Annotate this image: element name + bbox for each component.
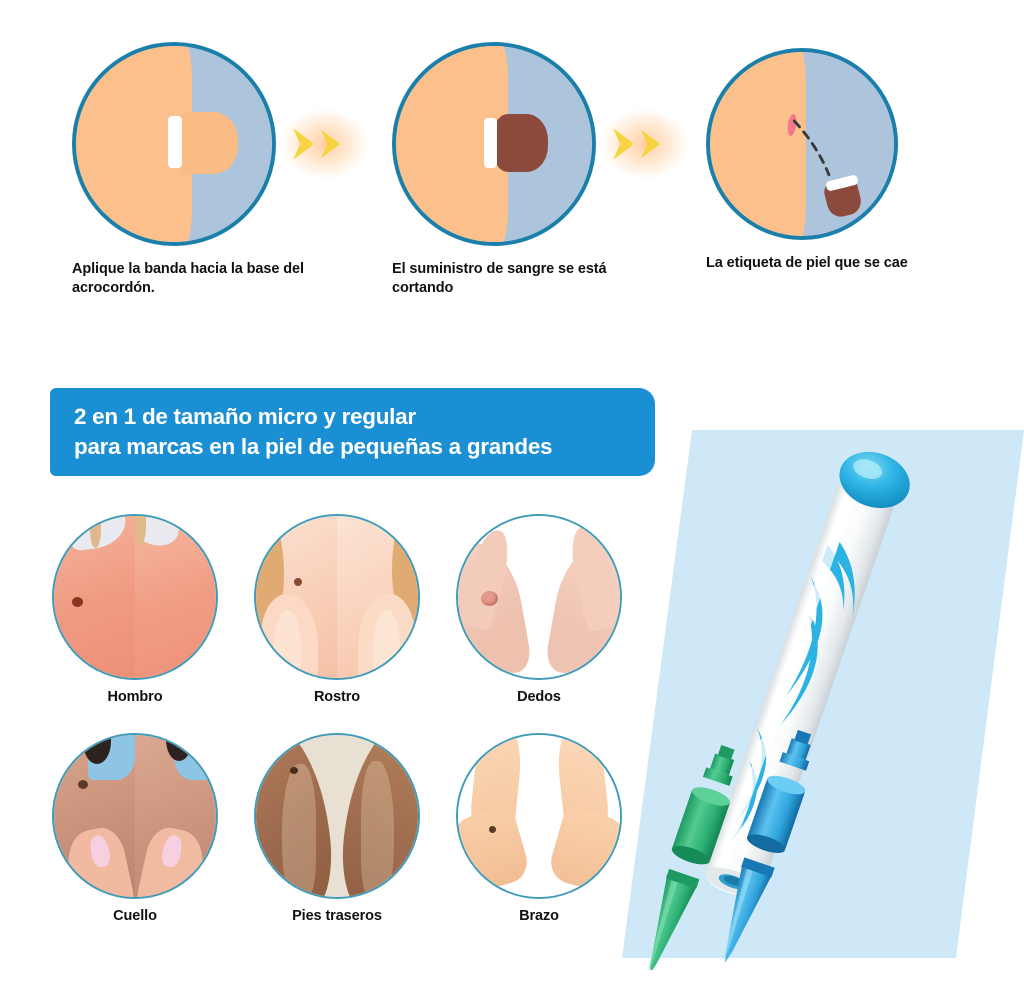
step-1-caption: Aplique la banda hacia la base del acroc… — [72, 261, 304, 296]
pen-body-group — [704, 451, 910, 897]
micro-tip-green — [647, 745, 735, 970]
chevron-1 — [613, 128, 634, 160]
body-part-cuello[interactable]: Cuello — [52, 733, 218, 924]
brazo-photo — [456, 733, 622, 899]
pen-knob — [839, 451, 910, 509]
pies-traseros-label: Pies traseros — [292, 908, 382, 924]
skin-surface — [710, 52, 795, 236]
before-half — [256, 516, 337, 678]
after-half — [337, 735, 418, 897]
body-part-dedos[interactable]: Dedos — [456, 514, 622, 705]
skin-tag — [494, 114, 548, 172]
skin-tag — [176, 112, 238, 174]
body-parts-row: Cuello Pies traseros — [52, 733, 622, 924]
product-illustration — [622, 430, 1024, 970]
skin-surface — [76, 46, 178, 242]
chevron-2 — [641, 130, 660, 158]
after-half — [135, 516, 216, 678]
hombro-photo — [52, 514, 218, 680]
brazo-label: Brazo — [519, 908, 559, 924]
body-part-pies-traseros[interactable]: Pies traseros — [254, 733, 420, 924]
banner-text: 2 en 1 de tamaño micro y regular para ma… — [74, 403, 553, 459]
skin-tag-mark — [290, 767, 299, 775]
body-part-hombro[interactable]: Hombro — [52, 514, 218, 705]
step-3-illustration — [706, 48, 898, 240]
chevron-2 — [321, 130, 340, 158]
skin-tag-mark — [294, 577, 303, 586]
feature-banner: 2 en 1 de tamaño micro y regular para ma… — [50, 388, 655, 476]
after-half — [539, 735, 620, 897]
skin-tag-mark — [78, 780, 89, 790]
step-3-caption: La etiqueta de piel que se cae — [706, 255, 908, 271]
dedos-photo — [456, 514, 622, 680]
step-2-illustration — [392, 42, 596, 246]
step-2: El suministro de sangre se está cortando — [392, 42, 642, 297]
body-parts-row: Hombro Rostro — [52, 514, 622, 705]
skin-edge — [786, 52, 806, 236]
step-1-illustration — [72, 42, 276, 246]
skin-tag-mark — [488, 825, 496, 833]
before-half — [54, 735, 135, 897]
double-chevron-right-icon-1 — [282, 109, 368, 179]
step-3: La etiqueta de piel que se cae — [706, 48, 956, 273]
rostro-label: Rostro — [313, 689, 361, 705]
skin-surface — [396, 46, 494, 242]
body-part-brazo[interactable]: Brazo — [456, 733, 622, 924]
before-half — [458, 516, 539, 678]
before-half — [54, 516, 135, 678]
hombro-label: Hombro — [107, 689, 163, 705]
rostro-photo — [254, 514, 420, 680]
product-panel — [600, 370, 1024, 970]
regular-tip-blue — [722, 729, 812, 963]
chevron-1 — [293, 128, 314, 160]
skin-tag-mark — [480, 590, 498, 606]
chevron-glow — [602, 109, 688, 179]
steps-section: Aplique la banda hacia la base del acroc… — [0, 0, 1024, 330]
step-2-caption: El suministro de sangre se está cortando — [392, 261, 607, 296]
after-half — [539, 516, 620, 678]
double-chevron-right-icon-2 — [602, 109, 688, 179]
before-half — [458, 735, 539, 897]
skin-tag-mark — [71, 597, 83, 607]
ligature-band — [168, 116, 182, 168]
after-half — [337, 516, 418, 678]
chevron-glow — [282, 109, 368, 179]
body-part-rostro[interactable]: Rostro — [254, 514, 420, 705]
before-half — [256, 735, 337, 897]
step-1: Aplique la banda hacia la base del acroc… — [72, 42, 322, 297]
pies-traseros-photo — [254, 733, 420, 899]
ligature-band — [484, 118, 497, 168]
body-parts-grid: Hombro Rostro — [52, 514, 622, 952]
cuello-photo — [52, 733, 218, 899]
dedos-label: Dedos — [517, 689, 561, 705]
after-half — [135, 735, 216, 897]
cuello-label: Cuello — [113, 908, 157, 924]
